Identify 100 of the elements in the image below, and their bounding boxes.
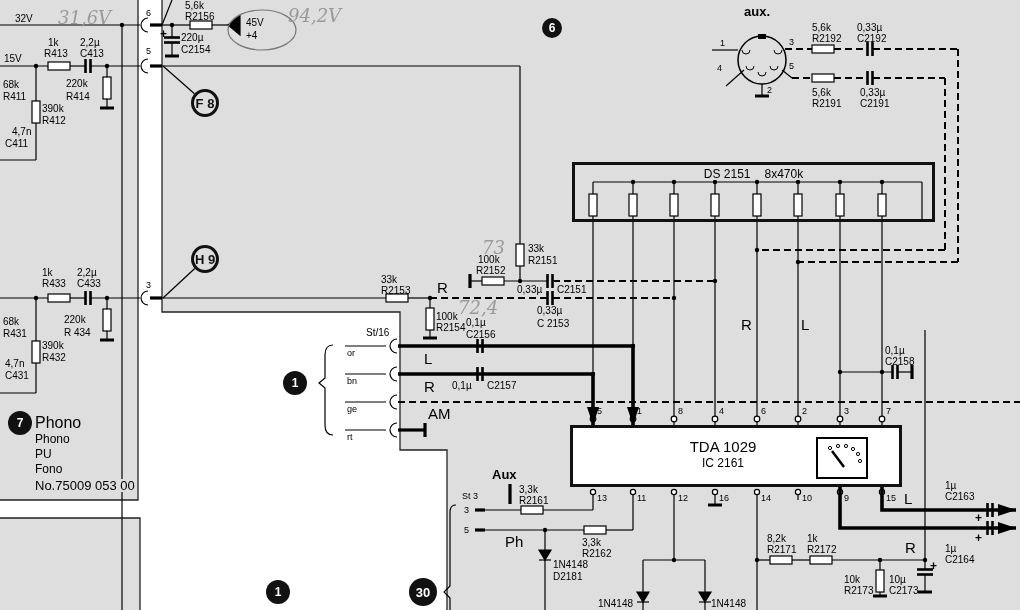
component-label: C431 <box>5 370 29 381</box>
component-label: R411 <box>3 91 27 102</box>
component-label: C413 <box>80 48 104 59</box>
pin-number: 1 <box>637 407 642 416</box>
ic-box <box>570 425 902 487</box>
component-label: 1µ <box>945 480 957 491</box>
component-label: R2152 <box>476 265 506 276</box>
component-label: R2153 <box>381 285 411 296</box>
pin-number: 10 <box>802 494 812 503</box>
component-label: R2156 <box>185 11 215 22</box>
component-label: 0,1µ <box>885 345 905 356</box>
component-label: R2154 <box>436 322 466 333</box>
component-label: 68k <box>3 316 20 327</box>
component-label: C411 <box>5 138 29 149</box>
pin-number: 7 <box>886 407 891 416</box>
component-label: C 2153 <box>537 318 570 329</box>
component-label: 45V <box>246 17 264 28</box>
component-label: R2172 <box>807 544 837 555</box>
component-label: 2,2µ <box>80 37 100 48</box>
component-label: C2151 <box>557 284 587 295</box>
component-label: 390k <box>42 103 64 114</box>
pin-number: 3 <box>844 407 849 416</box>
pin-number: ge <box>347 405 357 415</box>
component-label: 100k <box>436 311 458 322</box>
component-label: 0,1µ <box>452 380 472 391</box>
component-label: 8,2k <box>767 533 786 544</box>
signal-label: Aux <box>492 467 517 481</box>
component-label: 1k <box>807 533 818 544</box>
wire <box>878 221 886 426</box>
component-label: C2192 <box>857 33 887 44</box>
component-label: 100k <box>478 254 500 265</box>
component-label: 3,3k <box>582 537 601 548</box>
callout-number: 1 <box>266 580 290 604</box>
polarity-sign: + <box>160 27 167 40</box>
component-label: C2191 <box>860 98 890 109</box>
pin-number: 13 <box>597 494 607 503</box>
component-label: 5,6k <box>185 0 204 11</box>
component-label: R 434 <box>64 327 91 338</box>
pin-number: 4 <box>719 407 724 416</box>
component-label: R431 <box>3 328 27 339</box>
pin-number: 5 <box>597 407 602 416</box>
resistor-network-box <box>572 162 935 222</box>
pin-number: 5 <box>789 62 794 71</box>
component-label: IC 2161 <box>701 457 745 469</box>
pin-number: 2 <box>767 86 772 95</box>
polarity-sign: + <box>975 511 982 524</box>
pin-number: or <box>347 349 355 359</box>
pin-number: rt <box>347 433 353 443</box>
wire <box>711 221 719 426</box>
handwritten-note: 31,6V <box>58 8 112 27</box>
component-label: 33k <box>381 274 398 285</box>
component-label: 2,2µ <box>77 267 97 278</box>
caption-text: No.75009 053 00 <box>35 479 135 492</box>
component-label: 3,3k <box>519 484 538 495</box>
component-label: +4 <box>246 30 258 41</box>
pin-number: 3 <box>464 506 469 516</box>
pin-number: 3 <box>146 281 151 291</box>
component-label: R2171 <box>767 544 797 555</box>
component-label: C2173 <box>889 585 919 596</box>
component-label: 1µ <box>945 543 957 554</box>
component-label: R2173 <box>844 585 874 596</box>
signal-arrow <box>880 487 1016 516</box>
component-label: 1N4148 <box>711 598 747 609</box>
component-label: R2191 <box>812 98 842 109</box>
pin-number: 6 <box>761 407 766 416</box>
signal-label: L <box>904 491 913 507</box>
component-label: R414 <box>66 91 90 102</box>
component-label: C2164 <box>945 554 975 565</box>
component-label: C2156 <box>466 329 496 340</box>
component-label: R2161 <box>519 495 549 506</box>
component-label: 32V <box>15 13 33 24</box>
component-label: R2162 <box>582 548 612 559</box>
signal-label: R <box>741 317 752 333</box>
wire <box>753 221 761 426</box>
leader-line <box>162 267 196 299</box>
handwritten-note: 72,4 <box>458 298 499 317</box>
pin-number: 14 <box>761 494 771 503</box>
leader-line <box>162 65 196 95</box>
connector-label: aux. <box>744 5 770 18</box>
component-label: 220k <box>64 314 86 325</box>
pin-number: 15 <box>886 494 896 503</box>
component-label: DS 2151 <box>703 168 751 180</box>
component-label: 1N4148 <box>553 559 589 570</box>
wire <box>836 221 844 426</box>
component-label: 0,33µ <box>860 87 886 98</box>
component-label: 4,7n <box>12 126 32 137</box>
component-label: 15V <box>4 53 22 64</box>
pin-number: 8 <box>678 407 683 416</box>
pin-number: 3 <box>789 38 794 47</box>
component-label: 10µ <box>889 574 906 585</box>
pin-number: St 3 <box>462 492 478 502</box>
signal-label: R <box>424 379 435 395</box>
component-label: 390k <box>42 340 64 351</box>
component-label: 0,1µ <box>466 317 486 328</box>
signal-arrow <box>398 344 639 425</box>
pin-number: 1 <box>720 39 725 48</box>
component-label: 8x470k <box>764 168 804 180</box>
pin-number: 16 <box>719 494 729 503</box>
component-label: R2151 <box>528 255 558 266</box>
component-label: 1k <box>42 267 53 278</box>
